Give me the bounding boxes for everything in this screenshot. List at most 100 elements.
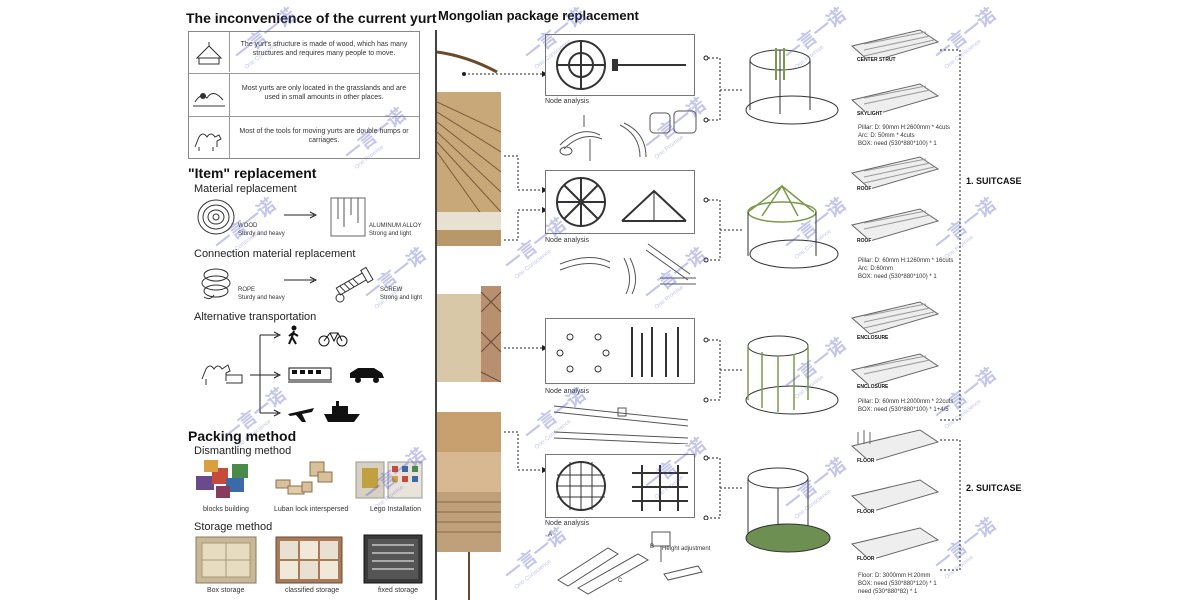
- alloy-desc: Strong and light: [369, 231, 412, 237]
- card-label: FLOOR: [856, 556, 876, 562]
- card-label: FLOOR: [856, 458, 876, 464]
- storage-heading: Storage method: [194, 521, 273, 533]
- part-label-a: A: [548, 532, 553, 538]
- spec-line: BOX: need (530*880*100) * 1: [858, 141, 937, 147]
- inconvenience-table: The yurt's structure is made of wood, wh…: [188, 31, 420, 159]
- connector-lines: [462, 71, 548, 473]
- aluminum-panel-icon: [330, 197, 366, 237]
- alloy-label: ALUMINUM ALLOY: [369, 223, 422, 229]
- blocks-building-image: [196, 460, 248, 498]
- node-analysis-caption: Node analysis: [545, 388, 589, 395]
- spec-line: need (530*880*82) * 1: [858, 589, 918, 595]
- suitcase-1-label: 1. SUITCASE: [966, 176, 1022, 186]
- part-label-c: C: [618, 578, 623, 584]
- arrow-right-icon: [284, 276, 318, 284]
- card-floor: [850, 527, 940, 561]
- card-enclosure: [850, 301, 940, 335]
- spec-block-1: Pillar: D: 90mm H:2600mm * 4cuts Arc: D:…: [858, 124, 950, 148]
- material-replacement-heading: Material replacement: [194, 183, 297, 195]
- camel-icon: [201, 364, 243, 385]
- card-roof: [850, 156, 940, 190]
- row-text: Most of the tools for moving yurts are d…: [239, 128, 409, 144]
- spec-line: Pillar: D: 90mm H:2600mm * 4cuts: [858, 125, 951, 131]
- yurt-3d-center-strut: [745, 48, 839, 125]
- spec-line: BOX: need (530*880*120) * 1: [858, 581, 937, 587]
- card-label: FLOOR: [856, 509, 876, 515]
- spec-line: Pillar: D: 60mm H:2000mm * 22cuts: [858, 399, 954, 405]
- yurt-3d-roof: [747, 184, 839, 269]
- package-replacement-title: Mongolian package replacement: [438, 8, 639, 23]
- ship-icon: [324, 401, 360, 422]
- fixed-storage-image: [363, 534, 423, 584]
- height-adjustment-label: Height adjustment: [662, 546, 711, 552]
- spec-line: Floor: D: 3000mm H:20mm: [858, 573, 931, 579]
- spec-block-4: Floor: D: 3000mm H:20mm BOX: need (530*8…: [858, 572, 937, 596]
- card-enclosure: [850, 353, 940, 387]
- card-label: ENCLOSURE: [856, 335, 890, 341]
- node-box-enclosure: [545, 318, 695, 384]
- screw-label: SCREW: [380, 287, 403, 293]
- airplane-icon: [288, 408, 314, 422]
- luban-lock-image: [275, 461, 333, 495]
- table-row: Most of the tools for moving yurts are d…: [189, 116, 419, 159]
- node-analysis-caption: Node analysis: [545, 237, 589, 244]
- enclosure-parts-drawing: [553, 405, 689, 444]
- transport-diagram: [201, 331, 282, 417]
- dismantle-caption: Luban lock interspersed: [274, 506, 349, 513]
- bicycle-icon: [318, 332, 348, 347]
- camel-icon: [189, 117, 230, 159]
- row-text: Most yurts are only located in the grass…: [241, 85, 407, 101]
- grassland-icon: [189, 74, 230, 116]
- yurt-photo-strip: [437, 50, 501, 600]
- rope-icon: [201, 268, 231, 300]
- screw-desc: Strong and light: [380, 295, 423, 301]
- storage-caption: classified storage: [285, 587, 340, 594]
- table-row: The yurt's structure is made of wood, wh…: [189, 32, 419, 72]
- part-label-b: B: [650, 544, 655, 550]
- card-label: CENTER STRUT: [856, 57, 897, 63]
- spec-line: Arc: D:60mm: [858, 266, 894, 272]
- dismantle-caption: blocks building: [203, 506, 249, 513]
- node-box-floor: [545, 454, 695, 518]
- rope-label: ROPE: [238, 287, 256, 293]
- spec-block-2: Pillar: D: 60mm H:1260mm * 16cuts Arc: D…: [858, 257, 953, 281]
- node-analysis-caption: Node analysis: [545, 98, 589, 105]
- spec-line: BOX: need (530*880*100) * 1+4/5: [858, 407, 949, 413]
- node-box-roof: [545, 170, 695, 234]
- walking-person-icon: [288, 325, 299, 345]
- card-label: ENCLOSURE: [856, 384, 890, 390]
- yurt-3d-floor: [745, 467, 831, 553]
- floor-parts-drawing: [557, 531, 703, 595]
- card-label: ROOF: [856, 186, 873, 192]
- card-roof: [850, 208, 940, 242]
- spec-line: Arc: D: 50mm * 4cuts: [858, 133, 915, 139]
- wood-grain-icon: [197, 199, 235, 235]
- card-floor: [850, 479, 940, 513]
- card-center-strut: [850, 29, 940, 63]
- dismantling-heading: Dismantling method: [194, 445, 292, 457]
- storage-caption: fixed storage: [378, 587, 419, 594]
- card-floor: [850, 429, 940, 463]
- inconvenience-title: The inconvenience of the current yurt: [186, 10, 437, 26]
- classified-storage-image: [275, 536, 343, 584]
- item-replacement-title: "Item" replacement: [188, 165, 317, 181]
- node-analysis-caption: Node analysis: [545, 520, 589, 527]
- suitcase-2-label: 2. SUITCASE: [966, 483, 1022, 493]
- yurt-icon: [189, 32, 230, 72]
- spec-block-3: Pillar: D: 60mm H:2000mm * 22cuts BOX: n…: [858, 398, 953, 414]
- lego-installation-image: [355, 461, 423, 499]
- card-label: ROOF: [856, 238, 873, 244]
- car-icon: [350, 368, 384, 383]
- connection-replacement-heading: Connection material replacement: [194, 248, 356, 260]
- suitcase-bracket: [940, 49, 961, 571]
- card-label: SKYLIGHT: [856, 111, 884, 117]
- spec-line: Pillar: D: 60mm H:1260mm * 16cuts: [858, 258, 954, 264]
- connector-lines-3d: [703, 55, 744, 520]
- wood-desc: Sturdy and heavy: [238, 231, 285, 237]
- box-storage-image: [195, 536, 257, 584]
- roof-parts-drawing: [559, 243, 696, 295]
- packing-title: Packing method: [188, 428, 297, 444]
- alt-transport-heading: Alternative transportation: [194, 311, 317, 323]
- dismantle-caption: Lego Installation: [370, 506, 421, 513]
- rope-desc: Sturdy and heavy: [238, 295, 285, 301]
